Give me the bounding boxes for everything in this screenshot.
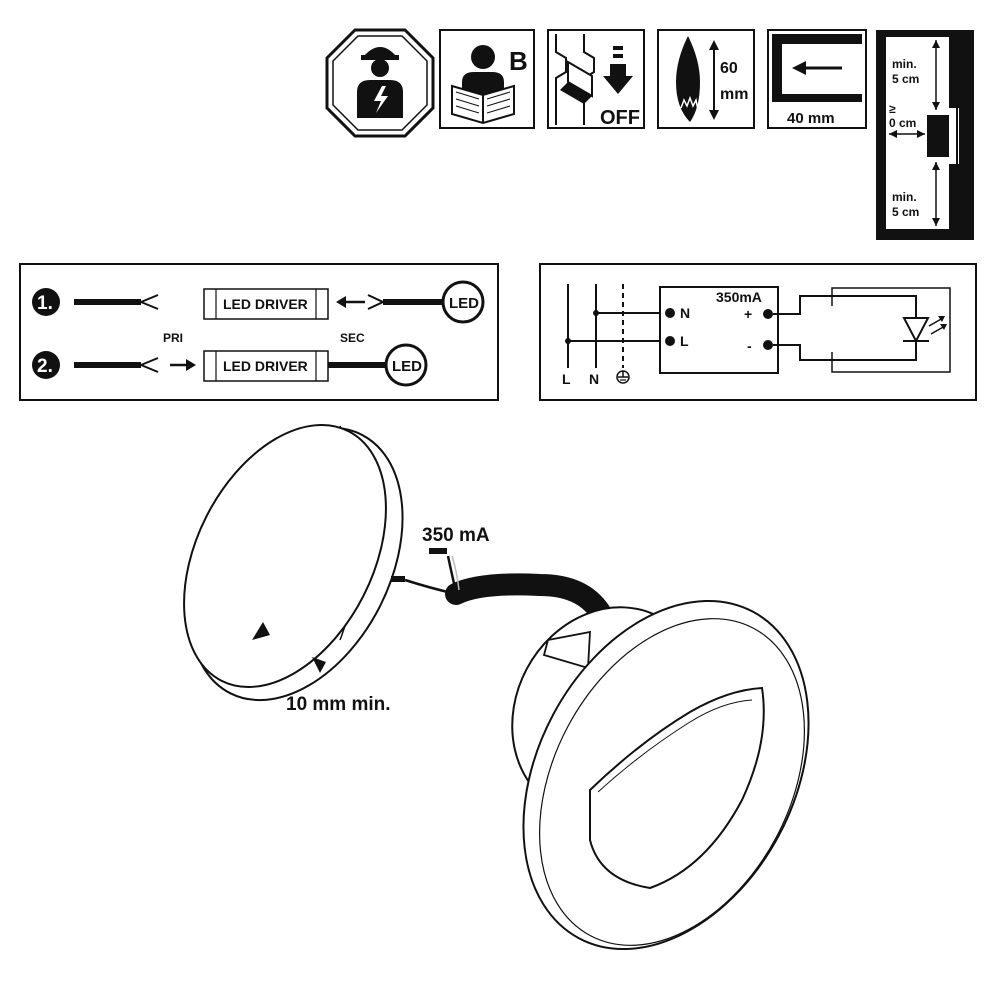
read-manual-icon: B <box>439 29 535 129</box>
width-40mm-icon: 40 mm <box>767 29 867 129</box>
pri-label: PRI <box>163 331 183 345</box>
clearance-bottom-value: 5 cm <box>892 205 919 219</box>
clearance-top-value: 5 cm <box>892 72 919 86</box>
depth-value: 60 <box>720 60 738 77</box>
step1-number: 1. <box>37 293 53 314</box>
wiring-diagram-panel: L N N L 350mA + - <box>539 263 977 401</box>
clearance-top-min: min. <box>892 57 917 71</box>
sec-label: SEC <box>340 331 365 345</box>
clearance-icon: min. 5 cm ≥ 0 cm min. 5 cm <box>876 30 974 240</box>
fixture-current-label: 350 mA <box>422 525 490 546</box>
clearance-side-value: 0 cm <box>889 116 916 130</box>
clearance-bottom-min: min. <box>892 190 917 204</box>
terminal-n: N <box>680 305 690 321</box>
led-symbol-icon <box>902 313 947 345</box>
electrician-icon <box>325 28 435 138</box>
clearance-side-symbol: ≥ <box>889 102 896 116</box>
cover-disc <box>183 424 404 702</box>
driver-current: 350mA <box>716 289 762 305</box>
switch-off-icon: OFF <box>547 29 645 129</box>
driver-step-2: 2. LED DRIVER LED <box>32 343 428 387</box>
width-label: 40 mm <box>787 110 835 127</box>
driver-step-1: 1. LED DRIVER LED PRI SEC <box>32 280 485 345</box>
terminal-minus: - <box>747 338 752 354</box>
step2-number: 2. <box>37 356 53 377</box>
depth-unit: mm <box>720 86 748 103</box>
depth-60mm-icon: 60 mm <box>657 29 755 129</box>
driver-steps-panel: 1. LED DRIVER LED PRI SEC 2. <box>19 263 499 401</box>
wiring-line-n: N <box>589 371 599 387</box>
terminal-plus: + <box>744 306 752 322</box>
connection-cable <box>391 548 611 623</box>
wiring-line-l: L <box>562 371 571 387</box>
step1-driver-label: LED DRIVER <box>223 296 308 312</box>
switch-off-label: OFF <box>600 107 640 129</box>
step2-led-label: LED <box>392 358 422 375</box>
terminal-l: L <box>680 333 689 349</box>
ground-icon <box>616 370 630 384</box>
led-fixture <box>511 599 810 951</box>
min-depth-label: 10 mm min. <box>286 694 391 715</box>
step2-driver-label: LED DRIVER <box>223 358 308 374</box>
manual-letter: B <box>509 46 528 76</box>
step1-led-label: LED <box>449 295 479 312</box>
